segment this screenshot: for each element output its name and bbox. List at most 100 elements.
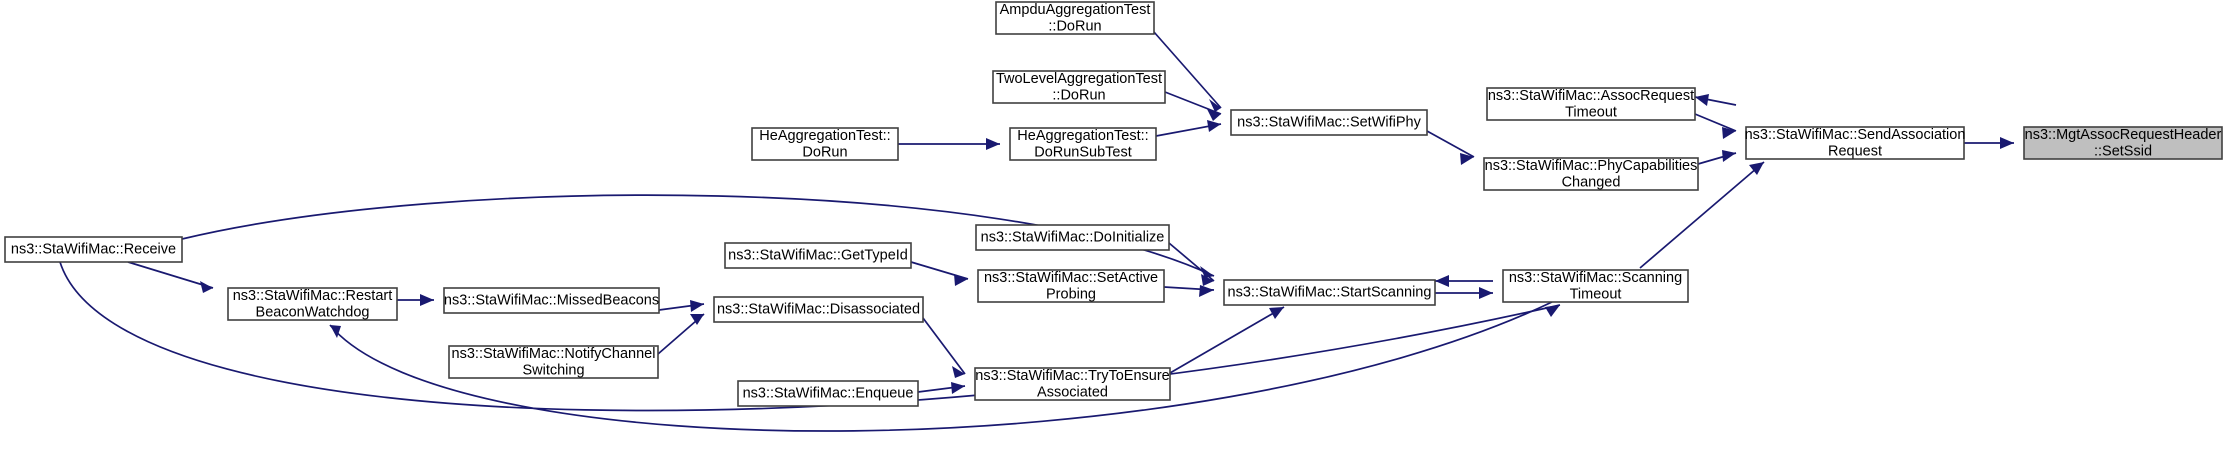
node-box[interactable]: [713, 296, 924, 323]
graph-node-missedbeacons[interactable]: ns3::StaWifiMac::MissedBeacons: [443, 287, 660, 314]
node-label-line: DoRun: [802, 144, 847, 160]
node-label: ns3::StaWifiMac::Receive: [11, 241, 176, 257]
edge-line: [1639, 161, 1765, 269]
edge-setwifiphy-to-phycapabilitieschanged: [1426, 130, 1475, 165]
node-box[interactable]: [1483, 157, 1699, 191]
arrowhead-icon: [951, 382, 965, 394]
edge-assocrequesttimeout-to-sendassociationrequest: [1694, 113, 1737, 139]
node-label-line: ns3::MgtAssocRequestHeader: [2025, 127, 2222, 143]
node-label-line: Timeout: [1570, 286, 1622, 302]
node-box[interactable]: [737, 380, 919, 407]
edge-line: [1168, 242, 1215, 282]
graph-node-gettypeid[interactable]: ns3::StaWifiMac::GetTypeId: [724, 242, 912, 269]
graph-node-ampdu_dorun[interactable]: AmpduAggregationTest::DoRun: [995, 1, 1155, 35]
node-label-line: ns3::StaWifiMac::Receive: [11, 241, 176, 257]
graph-node-twolevel_dorun[interactable]: TwoLevelAggregationTest::DoRun: [992, 70, 1166, 104]
node-label-line: ns3::StaWifiMac::StartScanning: [1228, 284, 1432, 300]
edge-sendassociationrequest-to-assocrequesttimeout: [1694, 94, 1737, 106]
node-label-line: DoRunSubTest: [1034, 144, 1132, 160]
node-box[interactable]: [724, 242, 912, 269]
node-box[interactable]: [977, 269, 1165, 303]
node-label: ns3::StaWifiMac::StartScanning: [1228, 284, 1432, 300]
edge-sendassociationrequest-to-mgtassocrequestheader_setssid: [1964, 137, 2014, 149]
node-label: ns3::StaWifiMac::MissedBeacons: [444, 292, 659, 308]
node-box[interactable]: [975, 224, 1170, 251]
graph-node-receive[interactable]: ns3::StaWifiMac::Receive: [4, 236, 183, 263]
graph-node-he_dorun[interactable]: HeAggregationTest::DoRun: [751, 127, 899, 161]
edge-line: [1164, 91, 1222, 115]
edge-line: [922, 317, 966, 375]
node-label: HeAggregationTest::DoRun: [759, 128, 890, 161]
node-label-line: ::DoRun: [1052, 87, 1105, 103]
node-box[interactable]: [2023, 126, 2223, 160]
edge-phycapabilitieschanged-to-sendassociationrequest: [1697, 150, 1737, 165]
edge-restartbeaconwatchdog-to-missedbeacons: [397, 294, 434, 306]
graph-node-disassociated[interactable]: ns3::StaWifiMac::Disassociated: [713, 296, 924, 323]
graph-node-startscanning[interactable]: ns3::StaWifiMac::StartScanning: [1223, 279, 1436, 306]
node-box[interactable]: [1223, 279, 1436, 306]
graph-node-enqueue[interactable]: ns3::StaWifiMac::Enqueue: [737, 380, 919, 407]
edges-layer: [59, 31, 2014, 432]
node-label: ns3::MgtAssocRequestHeader::SetSsid: [2025, 127, 2222, 160]
arrowhead-icon: [1201, 274, 1214, 286]
node-box[interactable]: [974, 367, 1171, 401]
edge-ampdu_dorun-to-setwifiphy: [1153, 31, 1222, 112]
arrowhead-icon: [1749, 162, 1764, 175]
edge-setactiveprobing-to-startscanning: [1163, 285, 1215, 297]
node-box[interactable]: [4, 236, 183, 263]
edge-enqueue-to-trytoensureassociated: [917, 382, 966, 394]
node-label-line: Timeout: [1565, 104, 1617, 120]
arrowhead-icon: [1460, 153, 1474, 165]
arrowhead-icon: [690, 314, 704, 325]
node-box[interactable]: [448, 345, 659, 379]
node-label-line: ns3::StaWifiMac::AssocRequest: [1488, 88, 1694, 104]
edge-receive-to-scanningtimeout: [59, 261, 1561, 412]
node-box[interactable]: [227, 287, 398, 321]
node-box[interactable]: [751, 127, 899, 161]
node-label: TwoLevelAggregationTest::DoRun: [996, 71, 1162, 104]
node-box[interactable]: [1009, 127, 1157, 161]
node-box[interactable]: [995, 1, 1155, 35]
arrowhead-icon: [690, 300, 704, 312]
node-label-line: Associated: [1037, 384, 1108, 400]
node-label-line: ns3::StaWifiMac::DoInitialize: [981, 229, 1165, 245]
edge-he_dorun-to-he_dorunsubtest: [898, 138, 1000, 150]
node-box[interactable]: [443, 287, 660, 314]
graph-node-doinitialize[interactable]: ns3::StaWifiMac::DoInitialize: [975, 224, 1170, 251]
graph-node-mgtassocrequestheader_setssid[interactable]: ns3::MgtAssocRequestHeader::SetSsid: [2023, 126, 2223, 160]
node-label-line: ns3::StaWifiMac::TryToEnsure: [975, 368, 1169, 384]
arrowhead-icon: [1545, 305, 1560, 317]
node-label-line: ::DoRun: [1048, 18, 1101, 34]
graph-node-he_dorunsubtest[interactable]: HeAggregationTest::DoRunSubTest: [1009, 127, 1157, 161]
edge-line: [127, 261, 214, 289]
node-box[interactable]: [992, 70, 1166, 104]
node-box[interactable]: [1502, 269, 1689, 303]
arrowhead-icon: [1207, 109, 1221, 121]
node-label-line: ns3::StaWifiMac::GetTypeId: [728, 247, 908, 263]
edge-missedbeacons-to-disassociated: [658, 300, 705, 312]
arrowhead-icon: [1722, 150, 1736, 162]
node-label-line: ns3::StaWifiMac::SetActive: [984, 270, 1158, 286]
edge-line: [329, 301, 1553, 432]
node-label-line: ns3::StaWifiMac::SetWifiPhy: [1237, 114, 1421, 130]
node-box[interactable]: [1745, 126, 1965, 160]
graph-node-setwifiphy[interactable]: ns3::StaWifiMac::SetWifiPhy: [1230, 109, 1428, 136]
node-box[interactable]: [1230, 109, 1428, 136]
arrowhead-icon: [1209, 99, 1221, 112]
edge-notifychannelswitching-to-disassociated: [657, 313, 705, 355]
node-box[interactable]: [1486, 87, 1696, 121]
